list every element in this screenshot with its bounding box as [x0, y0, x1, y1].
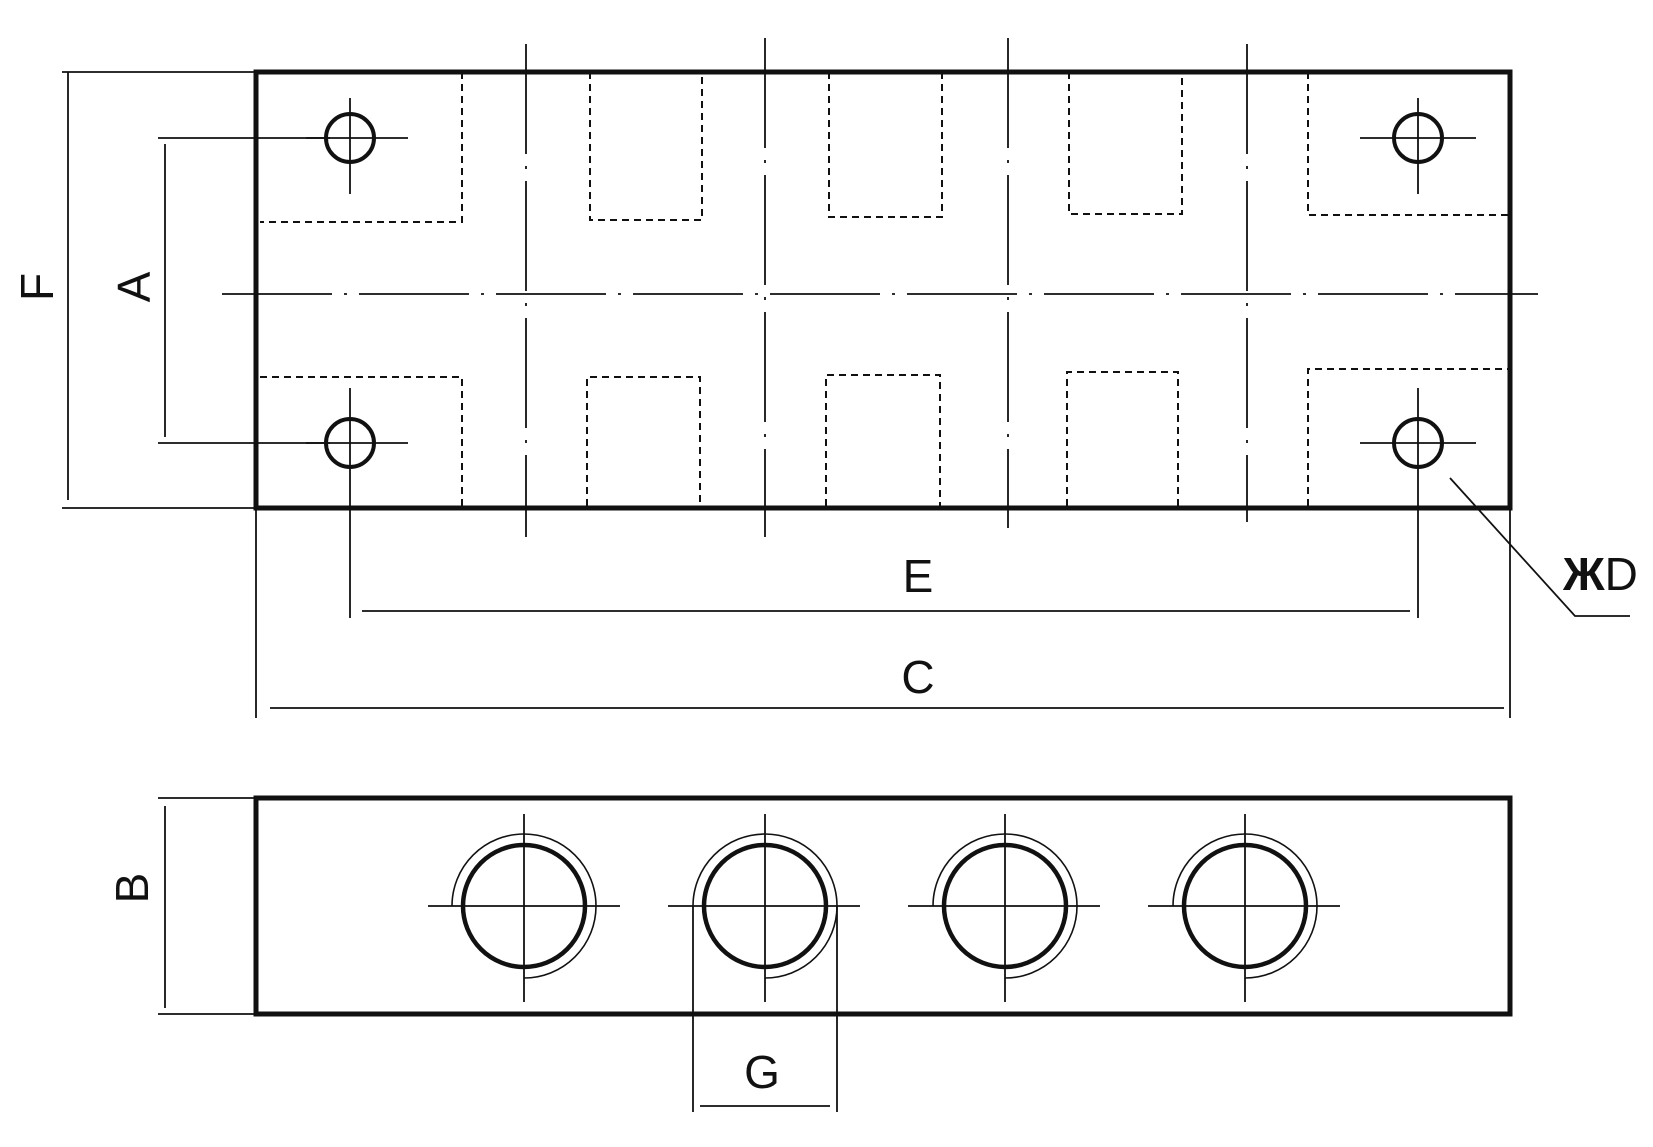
mounting-hole-top-left — [306, 98, 408, 194]
hidden-cavity-bottom-left — [260, 376, 463, 506]
front-port-2 — [668, 814, 860, 1002]
label-a: A — [108, 271, 160, 302]
label-b: B — [106, 873, 158, 904]
top-view: F A E C ЖD — [11, 38, 1638, 718]
hidden-cavity-top-1 — [589, 72, 703, 221]
label-d-letter: D — [1605, 548, 1638, 600]
dimension-c: C — [255, 508, 1511, 718]
front-port-1 — [428, 814, 620, 1002]
dimension-g: G — [692, 906, 838, 1112]
hidden-cavity-top-2 — [828, 72, 943, 218]
top-view-outline — [253, 69, 1513, 511]
dimension-d: ЖD — [1449, 477, 1638, 617]
mounting-hole-top-right — [1360, 98, 1476, 194]
hidden-cavity-bottom-3 — [1066, 371, 1179, 506]
dimension-a: A — [108, 137, 330, 444]
dimension-e: E — [362, 550, 1410, 612]
dimension-f: F — [11, 71, 256, 509]
front-port-4 — [1148, 814, 1340, 1002]
hidden-cavity-top-3 — [1068, 72, 1183, 215]
front-view: B G — [106, 795, 1513, 1112]
hidden-cavity-bottom-1 — [586, 376, 701, 506]
label-d-prefix: Ж — [1562, 548, 1605, 600]
mounting-hole-bottom-right — [1360, 388, 1476, 618]
front-view-outline — [253, 795, 1513, 1017]
label-d: ЖD — [1562, 548, 1638, 600]
hidden-cavity-bottom-2 — [825, 374, 941, 506]
label-f: F — [11, 273, 63, 301]
front-port-3 — [908, 814, 1100, 1002]
label-c: C — [901, 651, 934, 703]
dimension-b: B — [106, 797, 256, 1015]
hidden-cavity-top-left — [260, 72, 463, 223]
label-e: E — [903, 550, 934, 602]
mounting-hole-bottom-left — [306, 388, 408, 618]
label-g: G — [744, 1046, 780, 1098]
hidden-cavity-top-right — [1307, 72, 1508, 216]
hidden-cavity-bottom-right — [1307, 368, 1508, 506]
